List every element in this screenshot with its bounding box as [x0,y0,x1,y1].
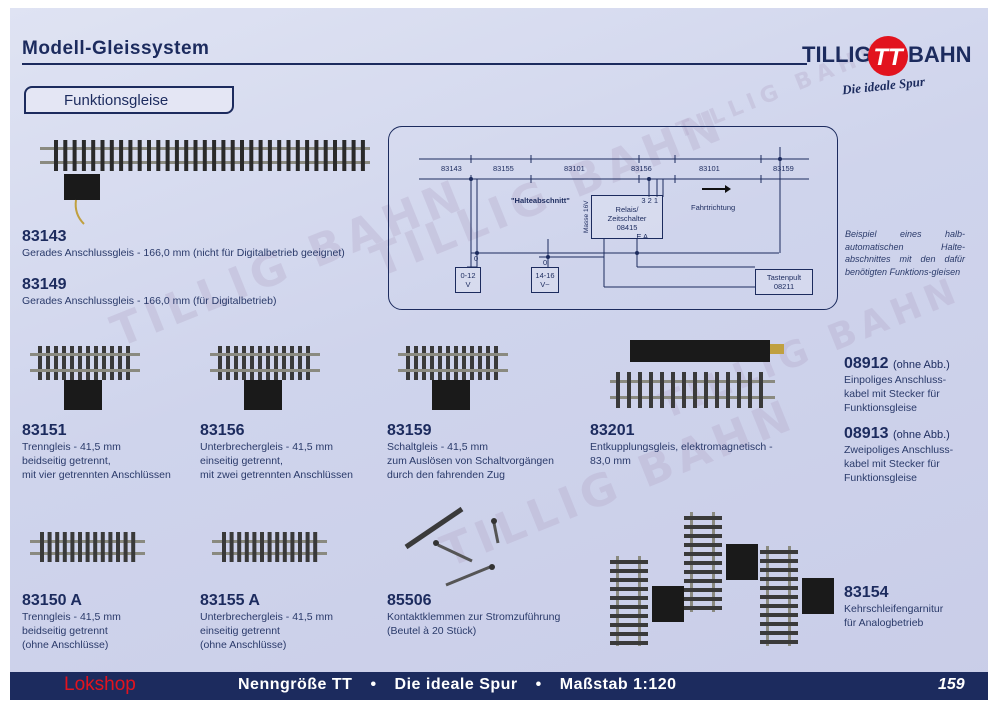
diagram-lines [419,147,809,288]
track-83201-image [610,340,784,408]
track-83143-image [40,140,370,225]
logo-tt-mark: TT [868,36,908,76]
product-number: 83151 [22,422,67,439]
page-footer: Lokshop Nenngröße TT•Die ideale Spur•Maß… [10,672,988,700]
logo-right-text: BAHN [908,42,972,67]
direction-label: Fahrtrichtung [691,203,736,212]
diagram-track-label: 83143 [441,164,462,173]
product-number: 83156 [200,422,245,439]
relay-pins: 3 2 1 [641,196,658,205]
product-number: 08912 (ohne Abb.) [844,355,950,372]
logo-slogan: Die ideale Spur [841,73,926,98]
product-number: 83150 A [22,592,82,609]
supply2-box: 14-16 V~ [531,267,559,293]
product-description: Zweipoliges Anschluss-kabel mit Stecker … [844,444,954,484]
supply1-line1: 0-12 [460,271,476,280]
relay-line1: Relais/ [615,205,639,214]
product-description: Einpoliges Anschluss-kabel mit Stecker f… [844,374,947,414]
supply2-line2: V~ [540,280,550,289]
supply1-line2: V [465,280,471,289]
product-number: 85506 [387,592,432,609]
halteabschnitt-label: "Halteabschnitt" [511,196,570,205]
tastenpult-box: Tastenpult 08211 [755,269,813,295]
diagram-sidenote: Beispiel eines halb-automatischen Halte-… [845,229,965,277]
page-number: 159 [938,676,965,693]
diagram-track-label: 83155 [493,164,514,173]
reverse-loop-kit-image [610,512,834,646]
diagram-track-label: 83159 [773,164,794,173]
shop-label: Lokshop [64,674,136,695]
supply1-zero: 0 [474,254,479,263]
relay-line2: Zeitschalter [607,214,647,223]
diagram-track-label: 83101 [564,164,585,173]
product-number: 83149 [22,276,67,293]
track-83151-image [30,346,140,410]
section-tab: Funktionsgleise [24,86,234,114]
relay-side-label: Masse 16V [583,200,590,233]
product-number: 83143 [22,228,67,245]
relay-pins-bottom: E A [636,232,648,241]
product-description: Kontaktklemmen zur Stromzuführung(Beutel… [387,611,561,637]
track-83159-image [398,346,508,410]
product-description: Entkupplungsgleis, elektromagnetisch -83… [590,441,773,467]
tastenpult-line1: Tastenpult [766,273,802,282]
tillig-logo: TILLIG TT BAHN Die ideale Spur [802,34,972,97]
relay-box: 3 2 1 Relais/ Zeitschalter 08415 E A [591,195,663,241]
logo-left-text: TILLIG [802,42,872,67]
page-title: Modell-Gleissystem [22,38,210,59]
wiring-diagram: 83143 83155 83101 83156 83101 83159 "Hal… [388,126,838,310]
supply2-line1: 14-16 [535,271,555,280]
supply2-zero: 0 [543,258,548,267]
product-description: Gerades Anschlussgleis - 166,0 mm (für D… [22,295,277,307]
title-rule [22,63,807,65]
tastenpult-line2: 08211 [773,282,795,291]
track-83150a-image [30,532,145,562]
footer-tagline: Nenngröße TT•Die ideale Spur•Maßstab 1:1… [238,676,677,693]
supply1-box: 0-12 V [455,267,481,293]
track-83155a-image [212,532,327,562]
logo-mark-text: TT [873,44,905,71]
product-number: 83154 [844,584,889,601]
product-description: Gerades Anschlussgleis - 166,0 mm (nicht… [22,247,345,259]
relay-line3: 08415 [616,223,638,232]
product-number: 83201 [590,422,635,439]
product-number: 83155 A [200,592,260,609]
track-83156-image [210,346,320,410]
diagram-track-label: 83101 [699,164,720,173]
product-number: 08913 (ohne Abb.) [844,425,950,442]
product-number: 83159 [387,422,432,439]
contact-clamps-image [404,506,500,587]
diagram-track-label: 83156 [631,164,652,173]
catalog-page: TILLIG BAHN TILLIG BAHN TILLIG BAHN TILL… [10,8,988,700]
